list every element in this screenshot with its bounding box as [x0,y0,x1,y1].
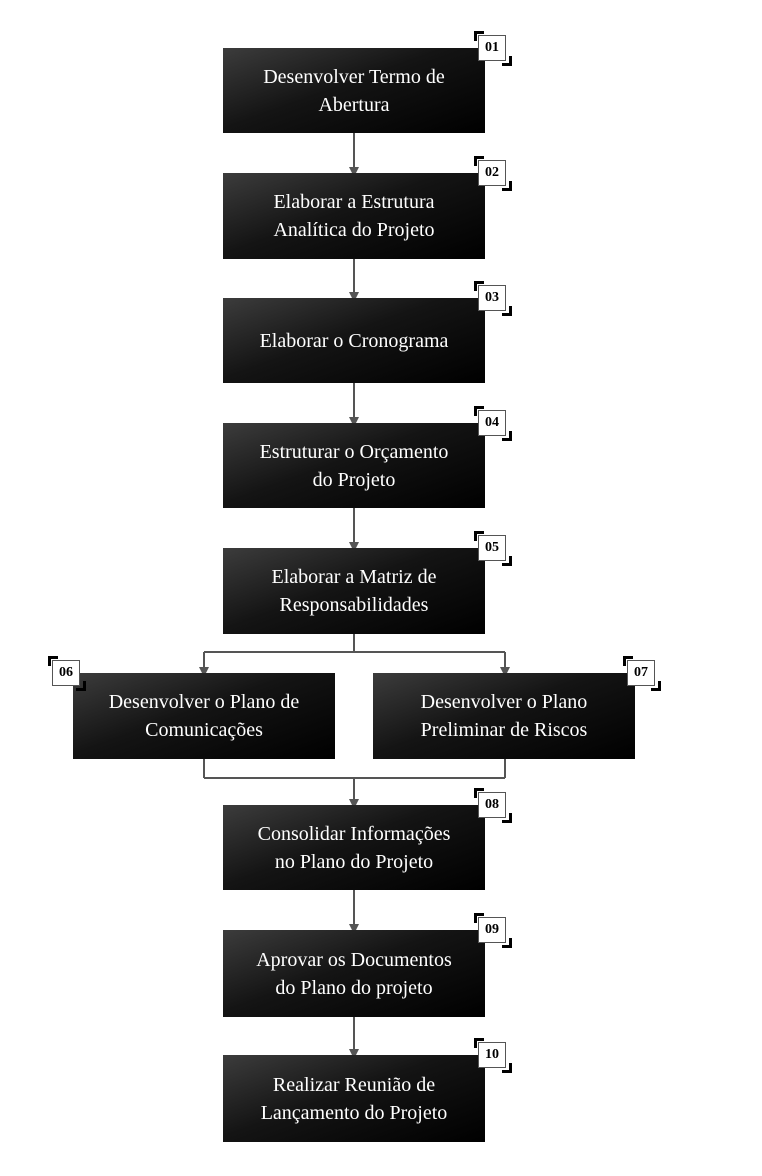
step-10-corner-br [502,1063,512,1073]
step-07-label: Desenvolver o Plano Preliminar de Riscos [420,691,588,741]
step-06-corner-br [76,681,86,691]
step-08-label: Consolidar Informações no Plano do Proje… [257,822,451,873]
step-02-label: Elaborar a Estrutura Analítica do Projet… [273,191,435,241]
step-04-box: Estruturar o Orçamento do Projeto [223,423,485,508]
step-09-box: Aprovar os Documentos do Plano do projet… [223,930,485,1017]
step-01-number: 01 [478,35,506,61]
step-09-corner-br [502,938,512,948]
step-01-box: Desenvolver Termo de Abertura [223,48,485,133]
step-09-label: Aprovar os Documentos do Plano do projet… [256,948,452,999]
step-03-label: Elaborar o Cronograma [259,329,449,352]
step-06-corner-tl [48,656,58,666]
step-03-corner-br [502,306,512,316]
step-02-corner-br [502,181,512,191]
step-03-number: 03 [478,285,506,311]
step-08-corner-tl [474,788,484,798]
step-06-box: Desenvolver o Plano de Comunicações [73,673,335,759]
step-02-number: 02 [478,160,506,186]
step-06-label: Desenvolver o Plano de Comunicações [108,691,300,741]
step-07-box: Desenvolver o Plano Preliminar de Riscos [373,673,635,759]
step-07-number: 07 [627,660,655,686]
step-08-box: Consolidar Informações no Plano do Proje… [223,805,485,890]
step-05-corner-br [502,556,512,566]
step-02-box: Elaborar a Estrutura Analítica do Projet… [223,173,485,259]
step-07-corner-tl [623,656,633,666]
step-10-corner-tl [474,1038,484,1048]
step-10-label: Realizar Reunião de Lançamento do Projet… [260,1073,448,1124]
step-03-corner-tl [474,281,484,291]
step-04-number: 04 [478,410,506,436]
step-04-corner-br [502,431,512,441]
step-08-corner-br [502,813,512,823]
step-01-corner-br [502,56,512,66]
step-08-number: 08 [478,792,506,818]
step-05-box: Elaborar a Matriz de Responsabilidades [223,548,485,634]
step-04-label: Estruturar o Orçamento do Projeto [259,440,449,491]
step-06-number: 06 [52,660,80,686]
step-09-corner-tl [474,913,484,923]
step-03-box: Elaborar o Cronograma [223,298,485,383]
step-01-label: Desenvolver Termo de Abertura [263,65,445,116]
step-01-corner-tl [474,31,484,41]
step-04-corner-tl [474,406,484,416]
step-10-box: Realizar Reunião de Lançamento do Projet… [223,1055,485,1142]
step-10-number: 10 [478,1042,506,1068]
step-05-number: 05 [478,535,506,561]
step-05-corner-tl [474,531,484,541]
step-07-corner-br [651,681,661,691]
step-09-number: 09 [478,917,506,943]
step-02-corner-tl [474,156,484,166]
step-05-label: Elaborar a Matriz de Responsabilidades [271,566,437,616]
